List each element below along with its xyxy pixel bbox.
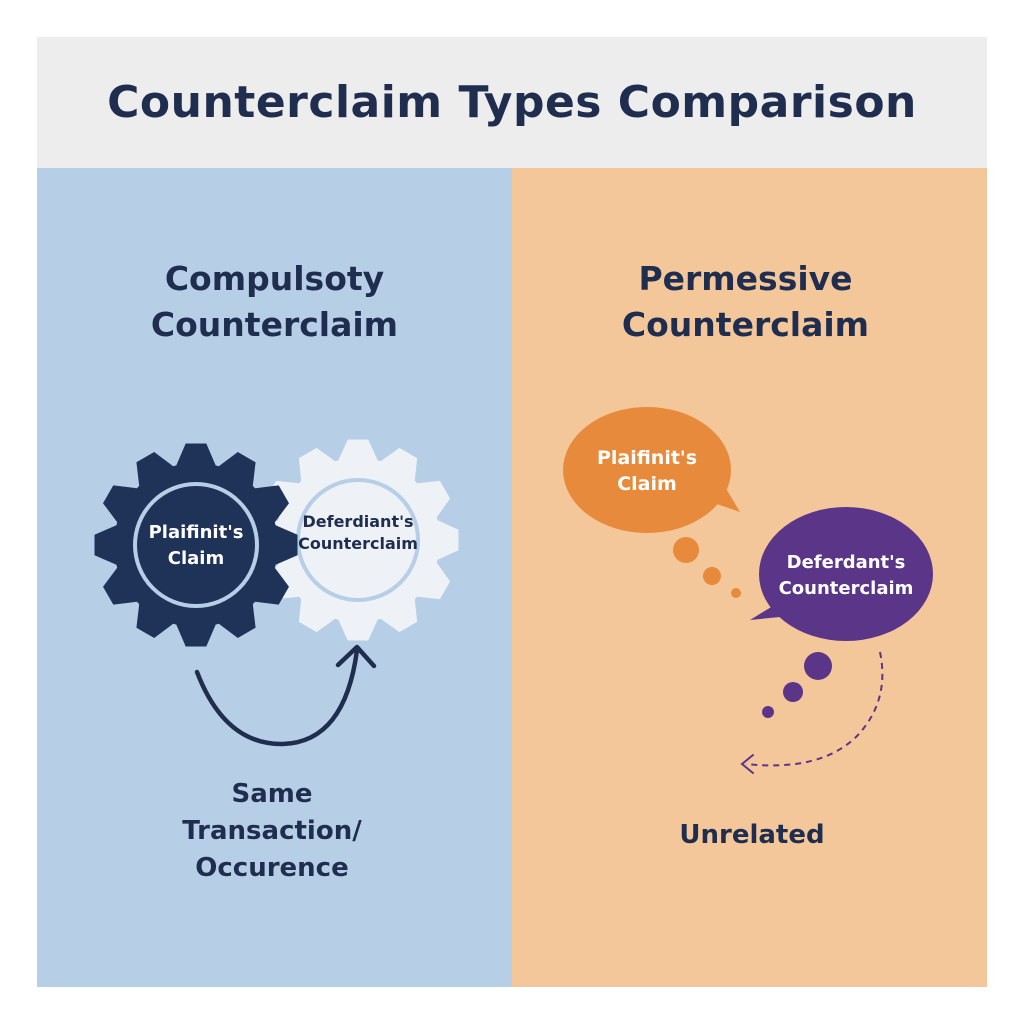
- compulsory-caption-line3: Occurence: [195, 853, 349, 883]
- permissive-heading-line2: Counterclaim: [621, 305, 870, 344]
- orange-bubble-line2: Claim: [617, 473, 677, 495]
- permissive-heading: Permessive Counterclaim: [508, 256, 983, 348]
- orange-bubble-line1: Plaifinit's: [597, 447, 697, 469]
- compulsory-heading-line2: Counterclaim: [150, 305, 399, 344]
- compulsory-heading: Compulsoty Counterclaim: [37, 256, 512, 348]
- compulsory-caption: Same Transaction/ Occurence: [132, 776, 412, 887]
- thought-dot: [703, 567, 721, 585]
- page-title: Counterclaim Types Comparison: [107, 77, 917, 128]
- title-bar: [37, 37, 987, 168]
- thought-dot: [762, 706, 774, 718]
- gear-light-label-line2: Counterclaim: [298, 534, 418, 553]
- compulsory-caption-line2: Transaction/: [182, 816, 362, 846]
- speech-bubble-icon: [563, 407, 740, 533]
- gear-dark-label-line1: Plaifinit's: [149, 522, 244, 543]
- speech-bubble-icon: [750, 507, 933, 641]
- purple-bubble-line2: Counterclaim: [779, 578, 914, 599]
- thought-dot: [673, 537, 699, 563]
- compulsory-heading-line1: Compulsoty: [164, 259, 385, 298]
- thought-dot: [783, 682, 803, 702]
- thought-dot: [731, 588, 741, 598]
- gear-icon: [257, 439, 459, 641]
- thought-dot: [804, 652, 832, 680]
- curved-arrow-icon: [194, 647, 360, 747]
- permissive-heading-line1: Permessive: [638, 259, 853, 298]
- gear-dark-label-line2: Claim: [168, 548, 224, 569]
- dashed-arrow-icon: [745, 651, 884, 767]
- gear-icon: [94, 443, 298, 647]
- dashed-arrow-head: [740, 754, 754, 774]
- purple-bubble-line1: Deferdant's: [787, 552, 906, 573]
- permissive-caption-text: Unrelated: [679, 820, 825, 850]
- curved-arrow-head: [335, 644, 377, 669]
- gear-light-label-line1: Deferdiant's: [302, 512, 413, 531]
- permissive-caption: Unrelated: [612, 817, 892, 854]
- compulsory-caption-line1: Same: [231, 779, 313, 809]
